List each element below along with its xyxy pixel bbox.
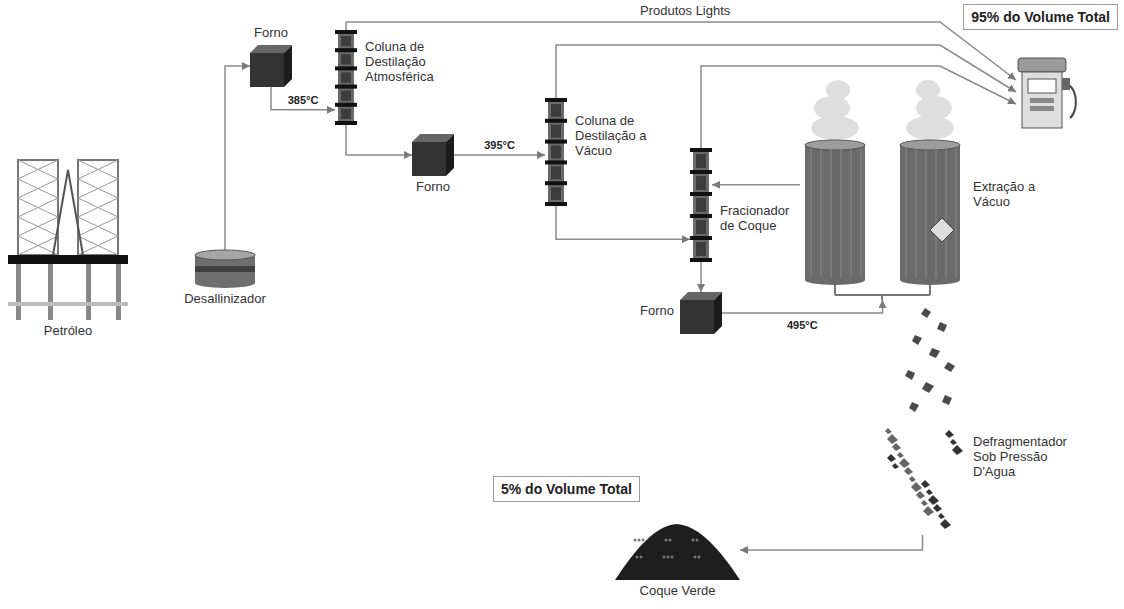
node-label: Petróleo xyxy=(44,324,92,339)
cube-icon xyxy=(250,45,292,87)
node-label: Desallinizador xyxy=(184,292,266,307)
flow-connector xyxy=(712,184,800,186)
coke-drums: Extração a Vácuo xyxy=(800,140,965,300)
temperature-label: 395°C xyxy=(482,139,517,151)
furnace: Forno xyxy=(412,134,454,176)
node-label: Forno xyxy=(416,180,450,195)
oil-platform: Petróleo xyxy=(8,150,128,320)
desalter-tank: Desallinizador xyxy=(195,250,255,288)
flow-label: Produtos Lights xyxy=(640,3,730,18)
water-cutter: Defragmentador Sob Pressão D'Agua xyxy=(880,425,965,535)
distillation-column: Coluna de Destilação a Vácuo xyxy=(545,98,567,206)
flow-connector xyxy=(346,125,412,155)
node-label: Coque Verde xyxy=(640,584,716,599)
volume-box: 95% do Volume Total xyxy=(963,4,1118,30)
node-label: Forno xyxy=(640,304,674,319)
node-label: Fracionador de Coque xyxy=(720,204,796,234)
product-line xyxy=(701,66,1016,148)
column-icon xyxy=(690,148,712,262)
flow-connector xyxy=(271,87,335,110)
green-coke-pile: Coque Verde xyxy=(615,520,740,580)
flow-connector xyxy=(722,300,883,313)
furnace: Forno xyxy=(250,45,292,87)
node-label: Coluna de Destilação Atmosférica xyxy=(365,40,447,85)
volume-box: 5% do Volume Total xyxy=(493,476,640,502)
falling-coke xyxy=(905,308,955,412)
temperature-label: 385°C xyxy=(286,94,321,106)
drums-icon xyxy=(800,140,965,300)
fractionator-column: Fracionador de Coque xyxy=(690,148,712,262)
fuel-pump xyxy=(1018,58,1076,128)
furnace: Forno xyxy=(680,292,722,334)
distillation-column: Coluna de Destilação Atmosférica xyxy=(335,30,357,125)
drum-icon xyxy=(195,250,255,288)
smoke xyxy=(811,80,954,140)
product-lines xyxy=(346,22,1016,148)
product-line xyxy=(556,45,1016,98)
flow-connector xyxy=(556,206,690,239)
temperature-label: 495°C xyxy=(785,319,820,331)
node-label: 5% do Volume Total xyxy=(501,481,632,497)
node-label: Extração a Vácuo xyxy=(973,180,1047,210)
coke-icon xyxy=(880,425,965,535)
node-label: Coluna de Destilação a Vácuo xyxy=(575,114,657,159)
pile-icon xyxy=(615,520,740,580)
flow-connector xyxy=(225,66,250,250)
cube-icon xyxy=(412,134,454,176)
flow-connector xyxy=(454,154,545,156)
product-line xyxy=(346,22,1016,80)
column-icon xyxy=(545,98,567,206)
flow-connector xyxy=(740,535,923,550)
platform-icon xyxy=(8,150,128,320)
node-label: Defragmentador Sob Pressão D'Agua xyxy=(973,435,1085,480)
cube-icon xyxy=(680,292,722,334)
column-icon xyxy=(335,30,357,125)
node-label: Forno xyxy=(254,26,288,41)
flow-connector xyxy=(700,262,702,292)
node-label: 95% do Volume Total xyxy=(971,9,1110,25)
